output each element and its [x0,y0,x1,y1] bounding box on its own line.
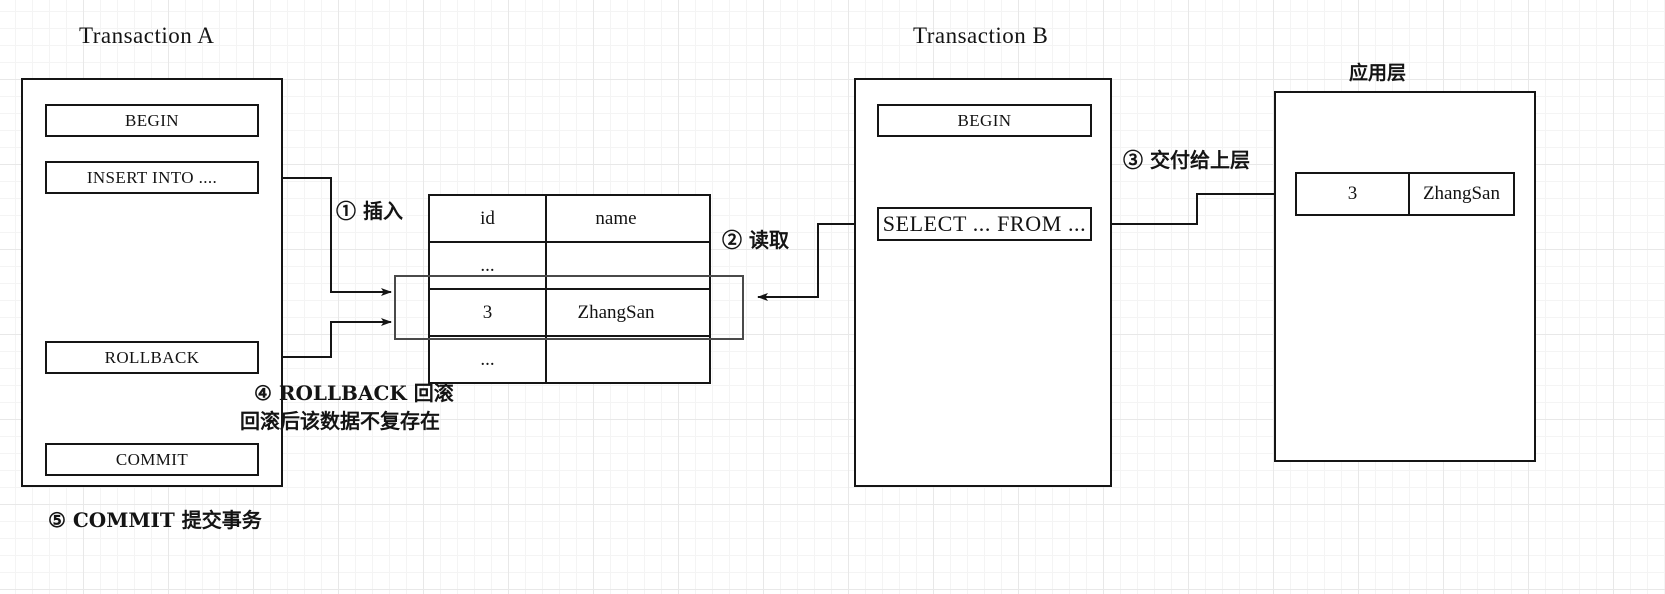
table-row-inserted: 3 ZhangSan [430,288,709,335]
annotation-step-4-line1: ④ ROLLBACK 回滚 [254,381,454,405]
annotation-step-4-line2: 回滚后该数据不复存在 [240,409,440,433]
table-cell-id: ... [480,348,495,370]
transaction-a-statement-insert[interactable]: INSERT INTO .... [45,161,259,194]
transaction-b-title: Transaction B [913,23,1049,48]
statement-label: INSERT INTO .... [86,167,218,187]
transaction-a-box [21,78,283,487]
wire-rollback-to-row [259,318,392,358]
annotation-step-5-commit: ⑤ COMMIT 提交事务 [48,508,262,532]
app-layer-title: 应用层 [1349,62,1407,84]
wire-insert-to-row [259,177,392,296]
annotation-step-2-read: ② 读取 [722,228,789,252]
transaction-b-statement-begin[interactable]: BEGIN [877,104,1092,137]
transaction-a-title: Transaction A [79,23,215,48]
table-row: ... [430,241,709,288]
table-cell-name [545,337,685,382]
statement-label: COMMIT [115,449,189,469]
table-row: ... [430,335,709,382]
transaction-a-statement-rollback[interactable]: ROLLBACK [45,341,259,374]
statement-label: BEGIN [957,110,1012,130]
annotation-step-3-deliver: ③ 交付给上层 [1123,148,1250,172]
table-cell-name [545,243,685,288]
wire-select-to-row [757,223,877,301]
app-record-name: ZhangSan [1407,174,1513,214]
table-header-name: name [545,196,685,241]
transaction-b-statement-select[interactable]: SELECT ... FROM ... [877,207,1092,241]
table-cell-name: ZhangSan [545,290,685,335]
statement-label: ROLLBACK [104,347,200,367]
app-layer-record: 3 ZhangSan [1295,172,1515,216]
annotation-step-1-insert: ① 插入 [336,199,403,223]
table-cell-id: ... [480,254,495,276]
transaction-a-statement-commit[interactable]: COMMIT [45,443,259,476]
table-header-id: id [480,207,495,229]
wire-select-to-app [1092,190,1291,225]
table-header-row: id name [430,196,709,241]
transaction-b-box [854,78,1112,487]
table-cell-id: 3 [482,301,493,323]
transaction-a-statement-begin[interactable]: BEGIN [45,104,259,137]
statement-label: SELECT ... FROM ... [882,211,1087,236]
app-record-id: 3 [1347,183,1358,204]
database-table: id name ... 3 ZhangSan ... [428,194,711,384]
statement-label: BEGIN [125,110,179,130]
app-layer-box [1274,91,1536,462]
